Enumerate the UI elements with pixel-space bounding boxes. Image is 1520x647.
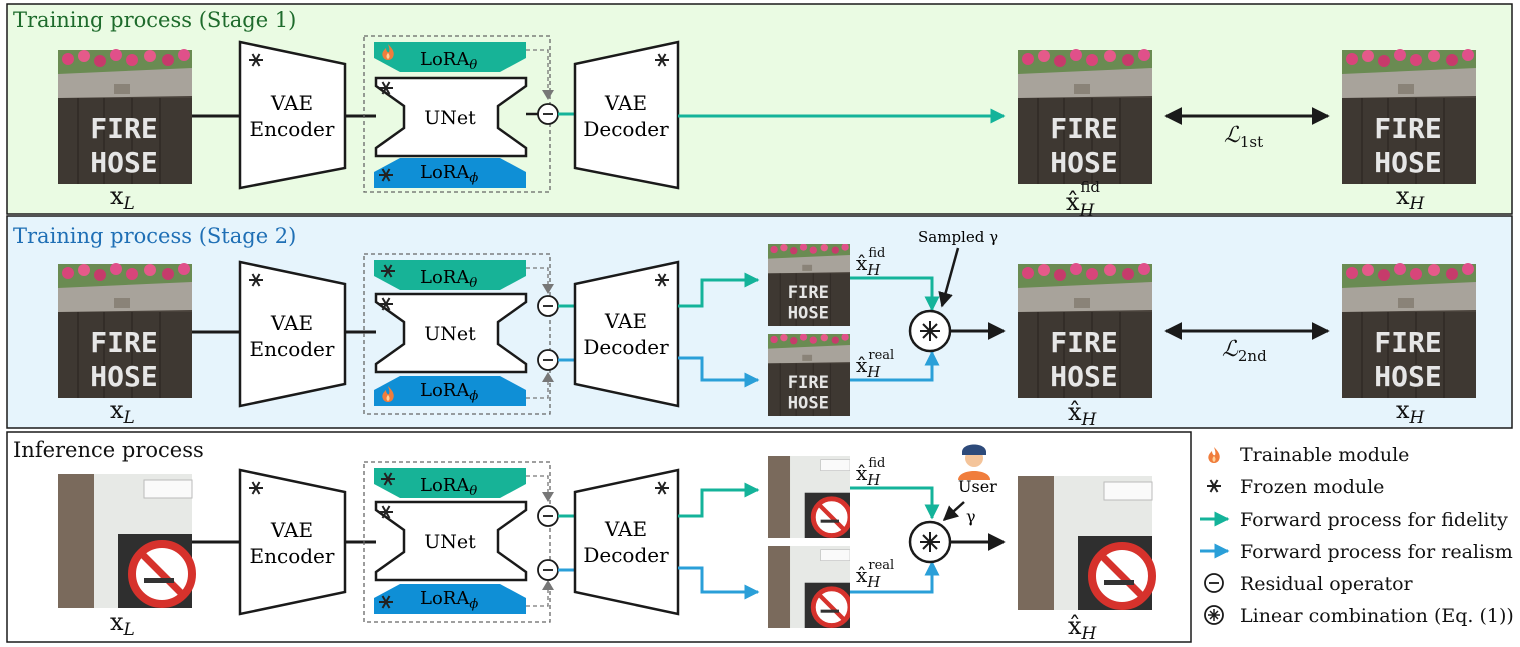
stage1-vae-encoder <box>238 40 347 190</box>
inference-lora-theta <box>374 468 526 498</box>
svg-text:LoRAϕ: LoRAϕ <box>420 162 478 186</box>
inference-unet <box>374 500 528 582</box>
stage2-vae-decoder <box>573 260 680 408</box>
svg-text:UNet: UNet <box>424 531 476 553</box>
inference-realism-arrow <box>678 566 760 600</box>
stage2-fidelity-arrow <box>678 272 760 308</box>
svg-text:x̂Hfid: x̂Hfid <box>1066 178 1100 221</box>
svg-text:VAE: VAE <box>270 311 313 335</box>
svg-text:x̂Hfid: x̂Hfid <box>856 246 885 279</box>
svg-text:xL: xL <box>110 396 135 428</box>
svg-text:Decoder: Decoder <box>583 335 669 359</box>
inference-vae-decoder <box>573 468 680 616</box>
stage2-title: Training process (Stage 2) <box>13 224 296 248</box>
svg-text:Residual operator: Residual operator <box>1240 573 1414 595</box>
stage1-input-photo <box>57 48 193 185</box>
svg-text:UNet: UNet <box>424 107 476 129</box>
svg-text:xH: xH <box>1396 182 1426 214</box>
stage2-vae-encoder <box>238 260 347 408</box>
svg-text:x̂H: x̂H <box>1068 612 1098 644</box>
svg-text:Frozen module: Frozen module <box>1240 476 1384 498</box>
svg-text:ℒ2nd: ℒ2nd <box>1222 337 1267 365</box>
svg-text:VAE: VAE <box>270 91 313 115</box>
svg-text:x̂Hreal: x̂Hreal <box>856 558 894 591</box>
svg-text:Encoder: Encoder <box>250 337 335 361</box>
user-icon <box>958 444 990 480</box>
inference-title: Inference process <box>13 438 204 462</box>
stage2-lora-phi <box>374 376 526 406</box>
svg-text:x̂Hfid: x̂Hfid <box>856 456 885 489</box>
svg-text:x̂Hreal: x̂Hreal <box>856 348 894 381</box>
stage1-input-label: xL <box>110 182 135 214</box>
stage2-realism-arrow <box>678 356 760 388</box>
stage1-gt-photo <box>1341 48 1477 185</box>
svg-text:VAE: VAE <box>604 309 647 333</box>
svg-text:LoRAθ: LoRAθ <box>420 475 477 499</box>
inference-lora-phi <box>374 584 526 614</box>
svg-text:LoRAθ: LoRAθ <box>420 49 477 73</box>
sampled-gamma-label: Sampled γ <box>918 228 998 246</box>
svg-text:Decoder: Decoder <box>583 117 669 141</box>
stage1-title: Training process (Stage 1) <box>13 8 296 32</box>
svg-text:Decoder: Decoder <box>583 543 669 567</box>
stage1-vae-decoder <box>573 40 680 190</box>
svg-text:ℒ1st: ℒ1st <box>1224 123 1263 151</box>
svg-text:Trainable module: Trainable module <box>1240 444 1409 466</box>
svg-text:LoRAθ: LoRAθ <box>420 267 477 291</box>
inference-output-photo <box>1018 476 1152 610</box>
svg-text:x̂H: x̂H <box>1068 398 1098 430</box>
svg-text:VAE: VAE <box>604 91 647 115</box>
user-label: User <box>958 477 997 496</box>
svg-text:Forward process for fidelity: Forward process for fidelity <box>1240 509 1508 531</box>
svg-text:LoRAϕ: LoRAϕ <box>420 380 478 404</box>
svg-text:LoRAϕ: LoRAϕ <box>420 588 478 612</box>
legend: Trainable module Frozen module Forward p… <box>1200 444 1514 627</box>
svg-text:xL: xL <box>110 608 135 640</box>
svg-text:Linear combination (Eq. (1)): Linear combination (Eq. (1)) <box>1240 605 1514 627</box>
svg-text:Encoder: Encoder <box>250 544 335 568</box>
stage1-unet <box>374 76 528 158</box>
snowflake-icon <box>1206 479 1222 493</box>
svg-text:γ: γ <box>966 507 976 526</box>
inference-fidelity-arrow <box>678 482 760 518</box>
stage2-input-photo <box>57 262 193 399</box>
stage1-panel <box>6 3 1513 215</box>
inference-input-photo <box>58 474 192 608</box>
stage1-lora-phi <box>374 158 526 188</box>
svg-text:Encoder: Encoder <box>250 117 335 141</box>
svg-text:Forward process for realism: Forward process for realism <box>1240 541 1513 563</box>
svg-text:UNet: UNet <box>424 323 476 345</box>
stage2-unet <box>374 292 528 374</box>
stage1-lora-theta <box>374 42 526 72</box>
svg-text:VAE: VAE <box>270 518 313 542</box>
svg-text:VAE: VAE <box>604 517 647 541</box>
inference-vae-encoder <box>238 468 347 616</box>
stage2-gt-photo <box>1341 262 1477 399</box>
stage2-lora-theta <box>374 260 526 290</box>
stage1-output-photo <box>1017 48 1153 185</box>
stage2-output-photo <box>1017 262 1153 399</box>
flame-icon <box>1208 447 1220 463</box>
svg-text:xH: xH <box>1396 396 1426 428</box>
